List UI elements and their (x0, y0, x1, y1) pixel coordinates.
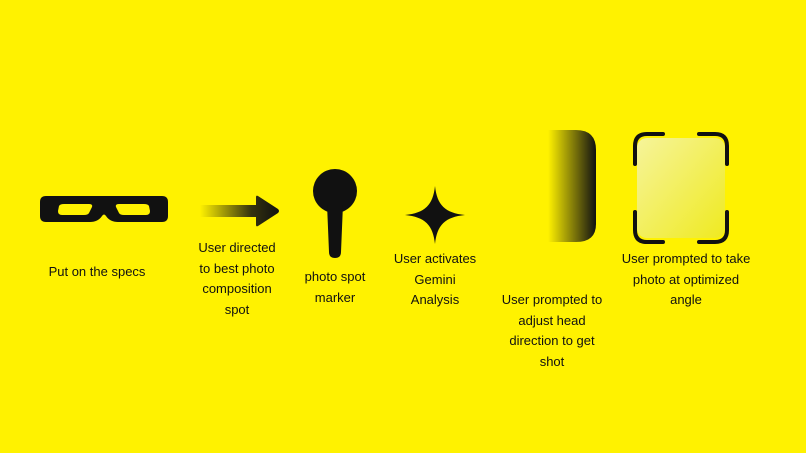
label-line: shot (539, 353, 565, 369)
label-line: angle (670, 292, 702, 307)
glasses-icon (40, 196, 168, 222)
label-line: Gemini (414, 271, 456, 287)
step-label-put-on-specs: Put on the specs (27, 262, 167, 283)
label-line: User prompted to take (621, 251, 751, 266)
step-label-activates-gemini: User activates Gemini Analysis (375, 249, 495, 311)
label-line: direction to get (509, 333, 595, 348)
sparkle-icon (405, 186, 465, 244)
label-line: Put on the specs (48, 264, 146, 279)
label-line: photo spot (304, 269, 366, 284)
camera-frame-icon (633, 132, 729, 244)
label-line: adjust head (518, 312, 586, 328)
arrow-right-icon (200, 195, 279, 227)
label-line: User activates (393, 251, 477, 266)
map-pin-icon (313, 169, 357, 258)
edge-gradient-icon (548, 130, 596, 242)
label-line: composition (202, 281, 272, 296)
label-line: User prompted to (501, 292, 603, 307)
step-label-photo-spot-marker: photo spot marker (287, 267, 383, 308)
label-line: Analysis (410, 292, 460, 307)
label-line: spot (224, 301, 250, 317)
step-label-take-photo: User prompted to take photo at optimized… (606, 249, 766, 311)
label-line: photo at optimized (632, 271, 740, 287)
label-line: User directed (198, 240, 276, 255)
step-label-directed-to-spot: User directed to best photo composition … (177, 238, 297, 320)
step-label-adjust-head: User prompted to adjust head direction t… (482, 290, 622, 372)
label-line: marker (314, 289, 356, 305)
label-line: to best photo (199, 260, 275, 276)
